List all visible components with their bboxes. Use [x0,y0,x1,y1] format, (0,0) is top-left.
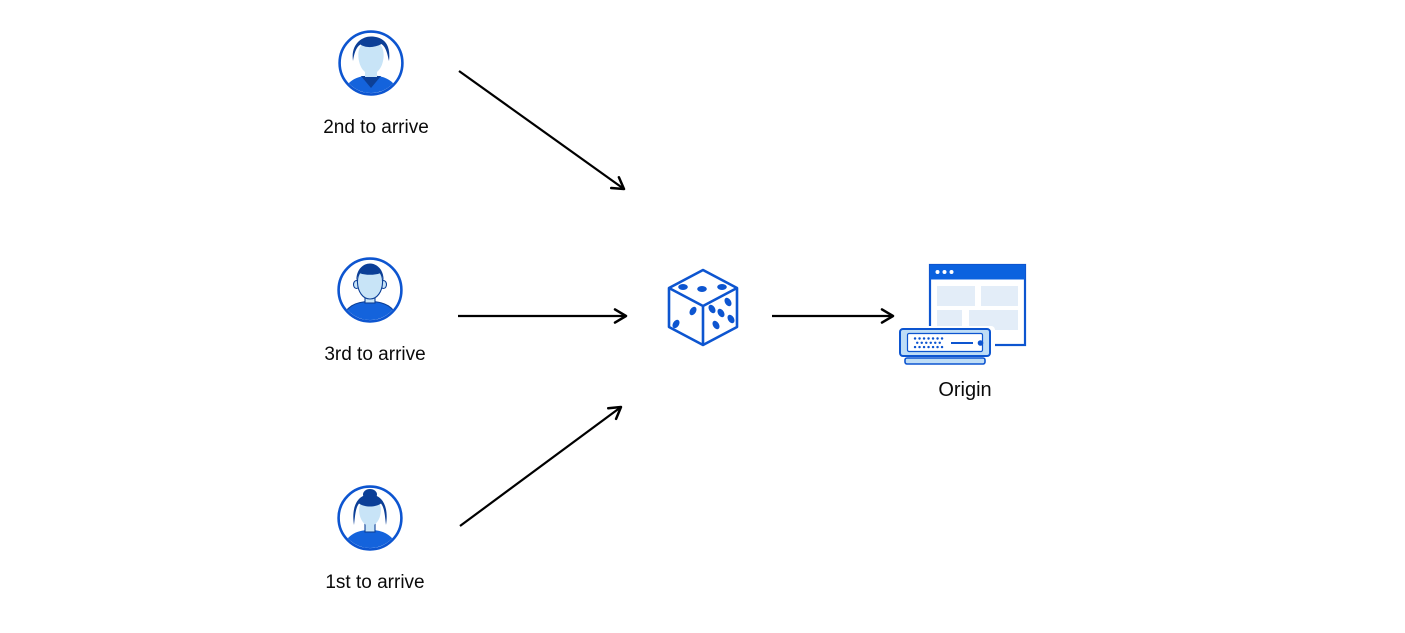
node-dice [663,264,743,353]
arrow-1st-to-dice [459,405,623,527]
rack-server-icon [897,326,995,365]
user-avatar-icon [337,485,403,551]
origin-server-icon [897,263,1027,365]
user-label: 2nd to arrive [323,117,429,138]
dice-icon [667,268,739,347]
node-user-2nd: 2nd to arrive [323,30,429,138]
user-label: 3rd to arrive [324,344,426,365]
node-user-3rd: 3rd to arrive [324,257,426,365]
user-avatar-icon [337,257,403,323]
user-avatar-icon [338,30,404,96]
node-user-1st: 1st to arrive [325,485,425,593]
origin-label: Origin [938,379,992,401]
node-origin: Origin [895,262,1029,401]
user-label: 1st to arrive [325,572,425,593]
